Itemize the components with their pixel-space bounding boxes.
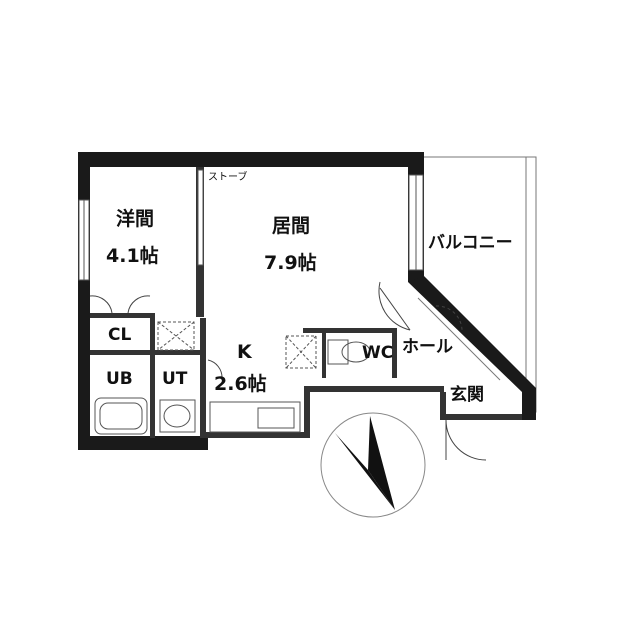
closet-name: CL [108, 325, 131, 345]
stove-label: ストーブ [208, 170, 247, 183]
hall-name: ホール [402, 337, 453, 357]
north-arrow-icon [320, 412, 426, 518]
diagonal-walls [408, 276, 536, 420]
living-room-name: 居間 [272, 215, 310, 237]
exterior-walls [78, 152, 424, 450]
kitchen-size: 2.6帖 [214, 372, 267, 395]
bathtub-icon [94, 397, 148, 435]
door-swings [89, 281, 487, 461]
entrance-name: 玄関 [450, 384, 484, 405]
toilet-name: WC [362, 343, 393, 363]
windows [78, 169, 424, 281]
washbasin-icon [159, 399, 196, 433]
refrigerator-icon [157, 321, 195, 351]
balcony-name: バルコニー [428, 233, 513, 253]
living-room-size: 7.9帖 [264, 251, 317, 274]
kitchen-counter-icon [209, 401, 301, 433]
toilet-icon [327, 339, 349, 365]
utility-name: UT [162, 369, 188, 389]
washer-space-icon [285, 335, 317, 369]
western-room-name: 洋間 [116, 207, 154, 230]
western-room-size: 4.1帖 [106, 244, 159, 267]
kitchen-name: K [237, 341, 253, 363]
fixtures [94, 321, 371, 435]
bath-name: UB [106, 369, 133, 389]
